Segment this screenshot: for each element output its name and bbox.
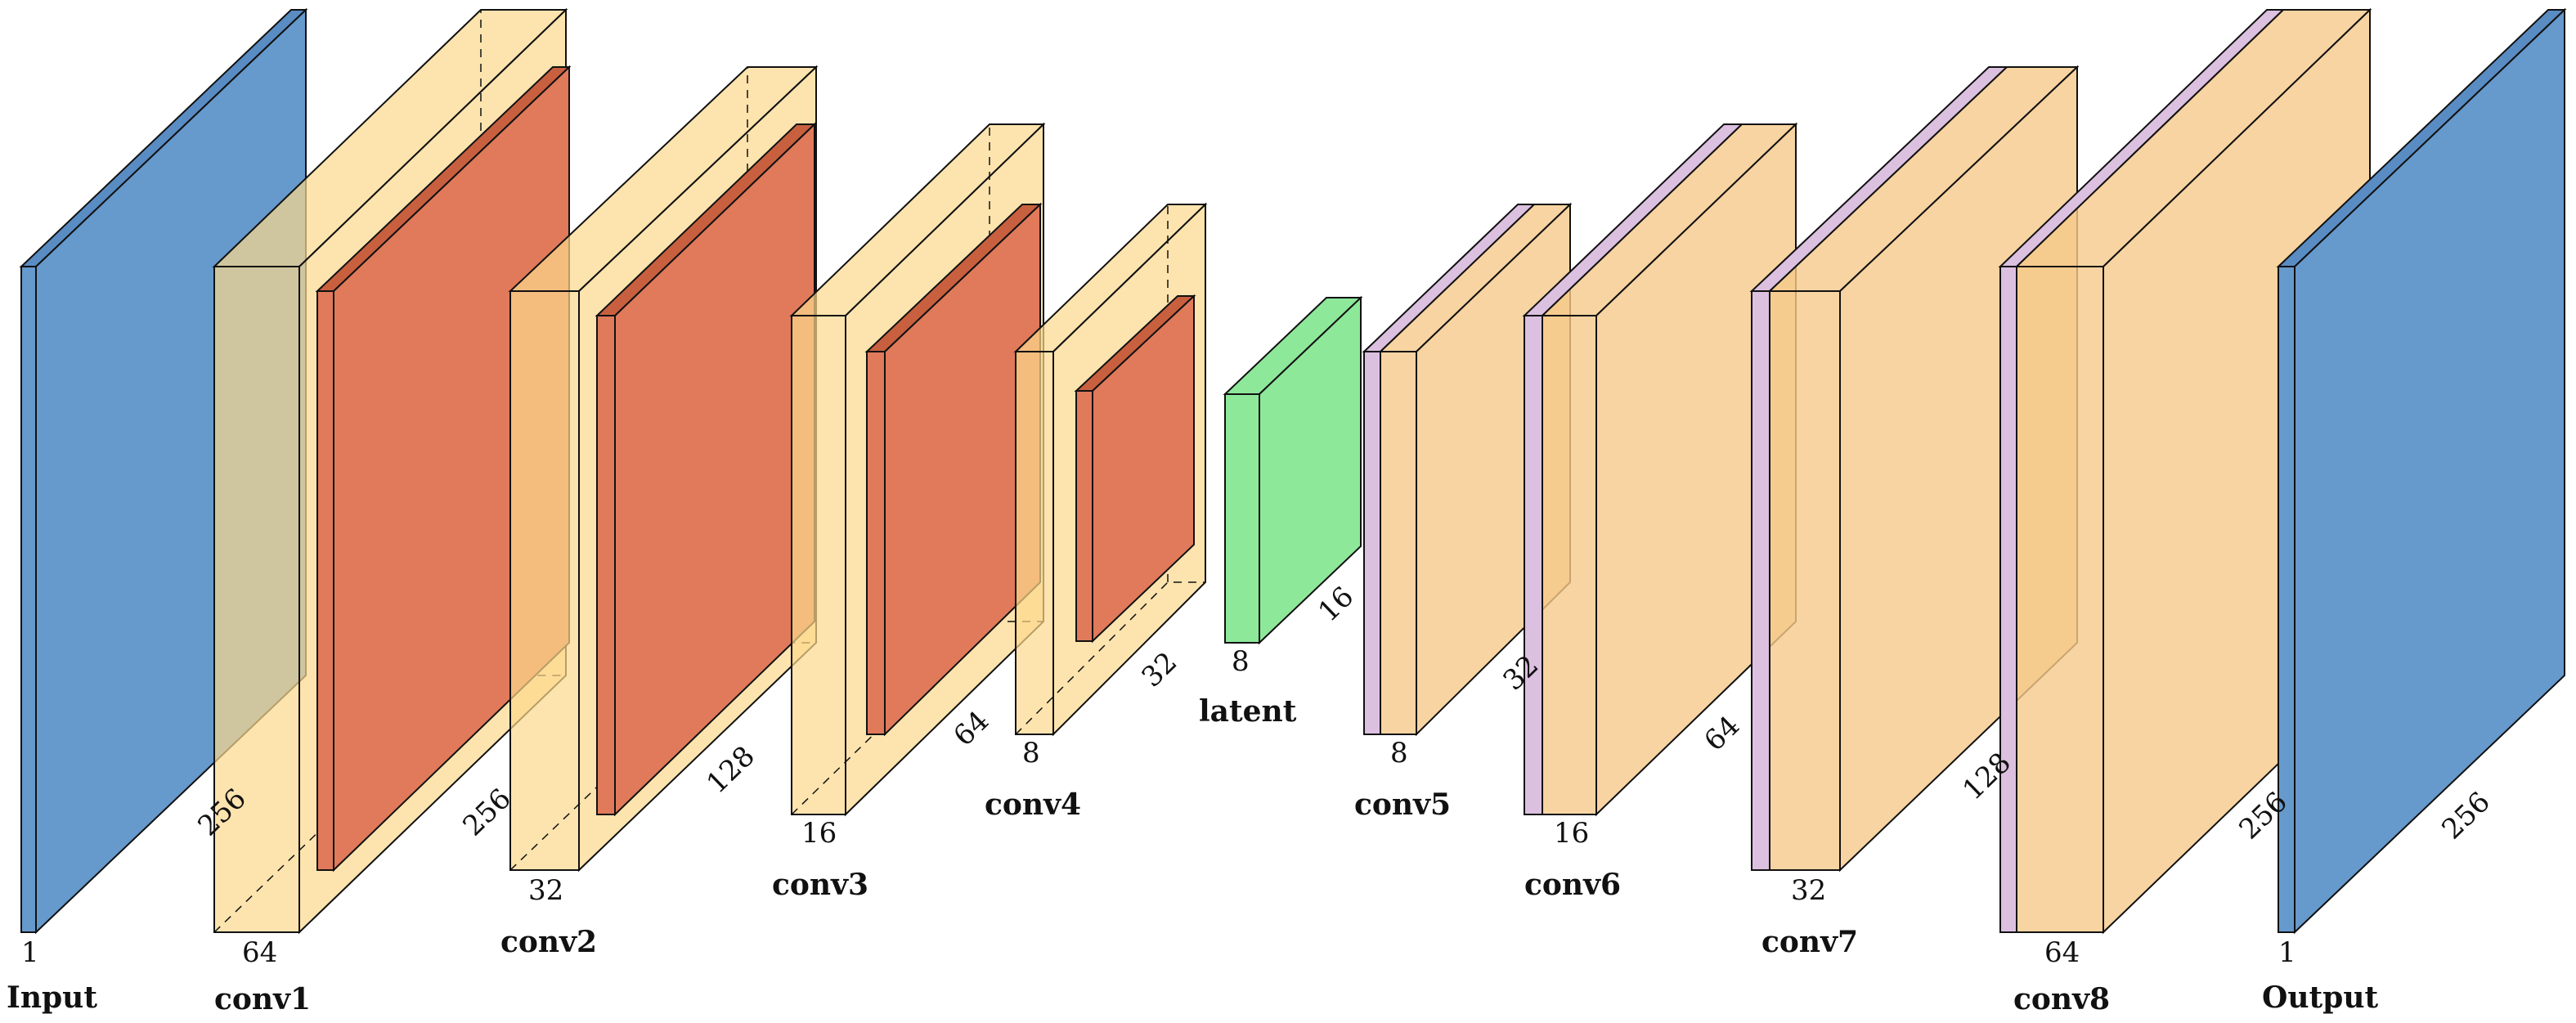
conv4-block-front bbox=[1015, 351, 1054, 735]
output-name: Output bbox=[2262, 980, 2379, 1015]
conv3-block bbox=[789, 122, 1046, 817]
conv1-size-label: 256 bbox=[456, 783, 517, 843]
conv2-size-label: 128 bbox=[700, 740, 761, 801]
conv3-block-front bbox=[791, 315, 846, 815]
input-width-label: 1 bbox=[21, 936, 39, 969]
latent-width-label: 8 bbox=[1232, 645, 1250, 678]
conv5-width-label: 8 bbox=[1390, 737, 1408, 769]
conv1-name: conv1 bbox=[214, 982, 311, 1016]
input-name: Input bbox=[7, 980, 97, 1015]
conv2-pool-front bbox=[596, 315, 616, 815]
latent-size-label: 16 bbox=[1312, 581, 1360, 629]
output-layer bbox=[2276, 7, 2567, 935]
latent-name: latent bbox=[1199, 694, 1297, 729]
conv8-name: conv8 bbox=[2013, 982, 2110, 1016]
conv5-upsample-front bbox=[1363, 351, 1381, 735]
conv6-name: conv6 bbox=[1524, 868, 1621, 902]
conv3-pool-front bbox=[866, 351, 886, 735]
input-slab-front bbox=[20, 266, 37, 933]
conv6-block-front bbox=[1542, 315, 1597, 815]
output-width-label: 1 bbox=[2278, 936, 2296, 969]
latent-block bbox=[1223, 295, 1363, 645]
conv3-name: conv3 bbox=[772, 868, 868, 902]
conv6-block bbox=[1522, 122, 1798, 817]
conv2-block-front bbox=[509, 290, 580, 871]
conv2-block bbox=[508, 65, 819, 873]
conv3-width-label: 16 bbox=[801, 817, 837, 850]
conv4-pool-front bbox=[1075, 390, 1093, 642]
conv2-width-label: 32 bbox=[528, 874, 563, 907]
conv7-block-front bbox=[1769, 290, 1841, 871]
conv8-width-label: 64 bbox=[2044, 936, 2080, 969]
conv7-upsample-front bbox=[1751, 290, 1770, 871]
conv4-name: conv4 bbox=[985, 787, 1081, 822]
conv7-name: conv7 bbox=[1761, 925, 1858, 959]
conv4-block bbox=[1013, 202, 1208, 737]
conv1-block-front bbox=[213, 266, 300, 933]
conv6-upsample-front bbox=[1524, 315, 1543, 815]
conv5-block-front bbox=[1380, 351, 1417, 735]
latent-front bbox=[1224, 393, 1260, 644]
conv4-width-label: 8 bbox=[1022, 737, 1040, 769]
conv4-size-label: 32 bbox=[1135, 646, 1183, 694]
output-slab-front bbox=[2278, 266, 2296, 933]
conv6-width-label: 16 bbox=[1554, 817, 1589, 850]
output-size-label: 256 bbox=[2435, 786, 2496, 846]
conv7-width-label: 32 bbox=[1791, 874, 1826, 907]
conv1-pool-front bbox=[316, 290, 334, 871]
conv1-width-label: 64 bbox=[242, 936, 277, 969]
conv8-block-front bbox=[2016, 266, 2104, 933]
conv6-size-label: 64 bbox=[1698, 710, 1746, 758]
conv5-name: conv5 bbox=[1354, 787, 1451, 822]
conv8-upsample-front bbox=[1999, 266, 2017, 933]
conv3-size-label: 64 bbox=[947, 705, 995, 753]
conv2-name: conv2 bbox=[500, 925, 597, 959]
